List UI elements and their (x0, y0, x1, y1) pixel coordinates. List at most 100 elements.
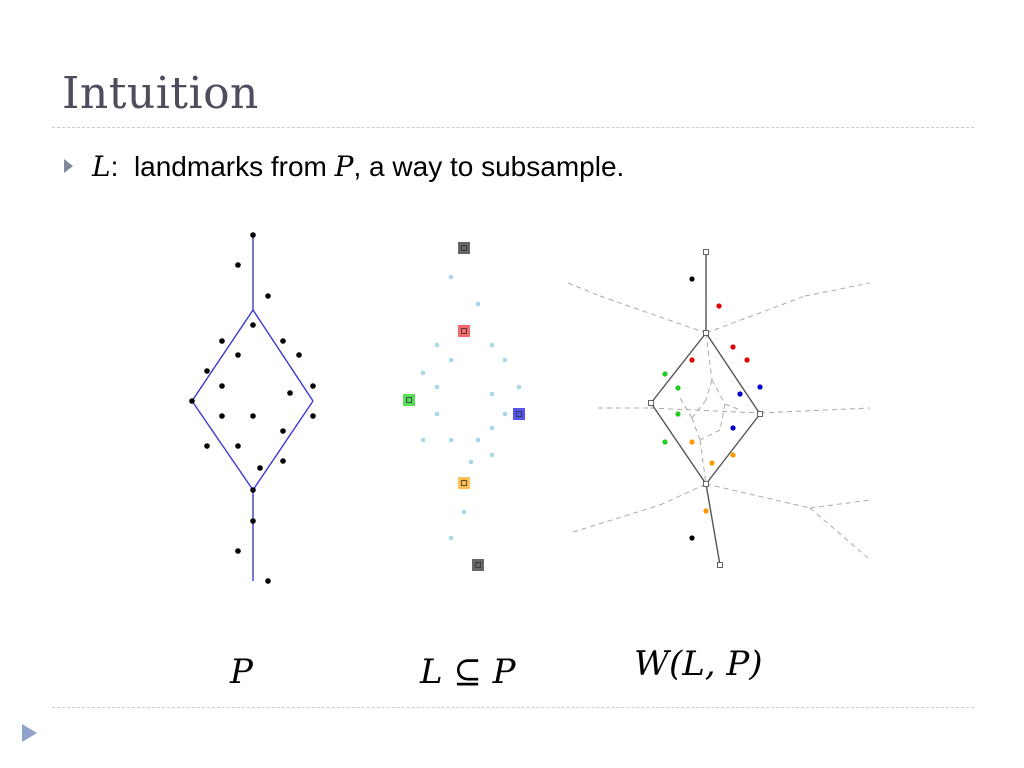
witness-point (689, 439, 695, 445)
voronoi-edge (705, 295, 806, 334)
witness-edge (650, 332, 707, 404)
witness-point (689, 357, 695, 363)
data-point (265, 293, 271, 299)
witness-landmark-node (703, 330, 709, 336)
non-landmark-point (420, 370, 426, 376)
witness-edge (705, 332, 761, 415)
data-point (287, 390, 293, 396)
non-landmark-point (448, 274, 454, 280)
panel-witness-complex (567, 249, 871, 568)
graph-edge (252, 309, 314, 402)
data-point (219, 338, 225, 344)
non-landmark-point (475, 301, 481, 307)
witness-point (757, 384, 763, 390)
non-landmark-point (448, 357, 454, 363)
landmark-blue (513, 408, 525, 420)
landmark-bottom (472, 559, 484, 571)
data-point (235, 262, 241, 268)
voronoi-edge (649, 407, 761, 414)
non-landmark-point (489, 342, 495, 348)
bullet-rest-text: , a way to subsample. (353, 151, 625, 182)
non-landmark-point (448, 535, 454, 541)
witness-point (730, 452, 736, 458)
bullet-main-text: landmarks from (133, 151, 327, 182)
witness-landmark-node (757, 411, 763, 417)
landmark-top-core (461, 245, 467, 251)
witness-point (730, 425, 736, 431)
voronoi-edge (699, 439, 707, 485)
voronoi-edge (691, 417, 701, 441)
non-landmark-point (475, 437, 481, 443)
caption-witness: W(L, P) (634, 644, 763, 684)
data-point (280, 338, 286, 344)
data-point (250, 322, 256, 328)
panel-landmarks (403, 242, 525, 571)
non-landmark-point (502, 411, 508, 417)
witness-edge (705, 413, 761, 485)
witness-edge (650, 402, 707, 485)
witness-landmark-node (717, 562, 723, 568)
caption-landmarks: L ⊆ P (419, 652, 517, 692)
graph-edge (191, 400, 254, 491)
witness-landmark-node (648, 400, 654, 406)
non-landmark-point (461, 509, 467, 515)
landmark-orange (458, 477, 470, 489)
landmark-green (403, 394, 415, 406)
data-point (235, 548, 241, 554)
panel-point-cloud (189, 232, 316, 584)
non-landmark-point (468, 459, 474, 465)
graph-edge (191, 309, 254, 402)
witness-landmark-node (703, 249, 709, 255)
voronoi-edge (724, 403, 741, 411)
voronoi-edge (705, 379, 713, 401)
voronoi-edge (599, 295, 707, 334)
non-landmark-point (420, 437, 426, 443)
non-landmark-point (489, 425, 495, 431)
data-point (235, 443, 241, 449)
data-point (310, 413, 316, 419)
voronoi-edge (809, 499, 871, 509)
data-point (235, 352, 241, 358)
bullet-triangle-icon (64, 159, 73, 173)
data-point (296, 352, 302, 358)
data-point (250, 518, 256, 524)
witness-edge (705, 483, 721, 566)
data-point (189, 398, 195, 404)
landmark-bottom-core (475, 562, 481, 568)
voronoi-edge (711, 379, 726, 405)
math-var-p: P (334, 150, 354, 183)
data-point (310, 383, 316, 389)
footer-divider (52, 707, 974, 708)
voronoi-edge (705, 332, 713, 381)
voronoi-edge (679, 397, 693, 419)
data-point (219, 383, 225, 389)
landmark-orange-core (461, 480, 467, 486)
witness-point (703, 508, 709, 514)
non-landmark-point (434, 342, 440, 348)
voronoi-edge (659, 483, 707, 506)
voronoi-edge (567, 282, 601, 297)
witness-point (716, 303, 722, 309)
witness-point (675, 385, 681, 391)
slide-title: Intuition (62, 68, 259, 119)
data-point (265, 578, 271, 584)
caption-points: P (229, 652, 254, 692)
data-point (250, 487, 256, 493)
witness-point (744, 357, 750, 363)
voronoi-edge (572, 504, 661, 533)
non-landmark-point (434, 384, 440, 390)
non-landmark-point (516, 384, 522, 390)
landmark-top (458, 242, 470, 254)
witness-point (662, 439, 668, 445)
data-point (204, 443, 210, 449)
voronoi-edge (719, 403, 726, 431)
non-landmark-point (489, 452, 495, 458)
voronoi-edge (691, 399, 707, 419)
math-var-l: L (92, 150, 111, 183)
witness-point (737, 391, 743, 397)
title-divider (52, 127, 974, 128)
voronoi-edge (804, 282, 871, 297)
data-point (204, 368, 210, 374)
non-landmark-point (502, 357, 508, 363)
data-point (250, 413, 256, 419)
